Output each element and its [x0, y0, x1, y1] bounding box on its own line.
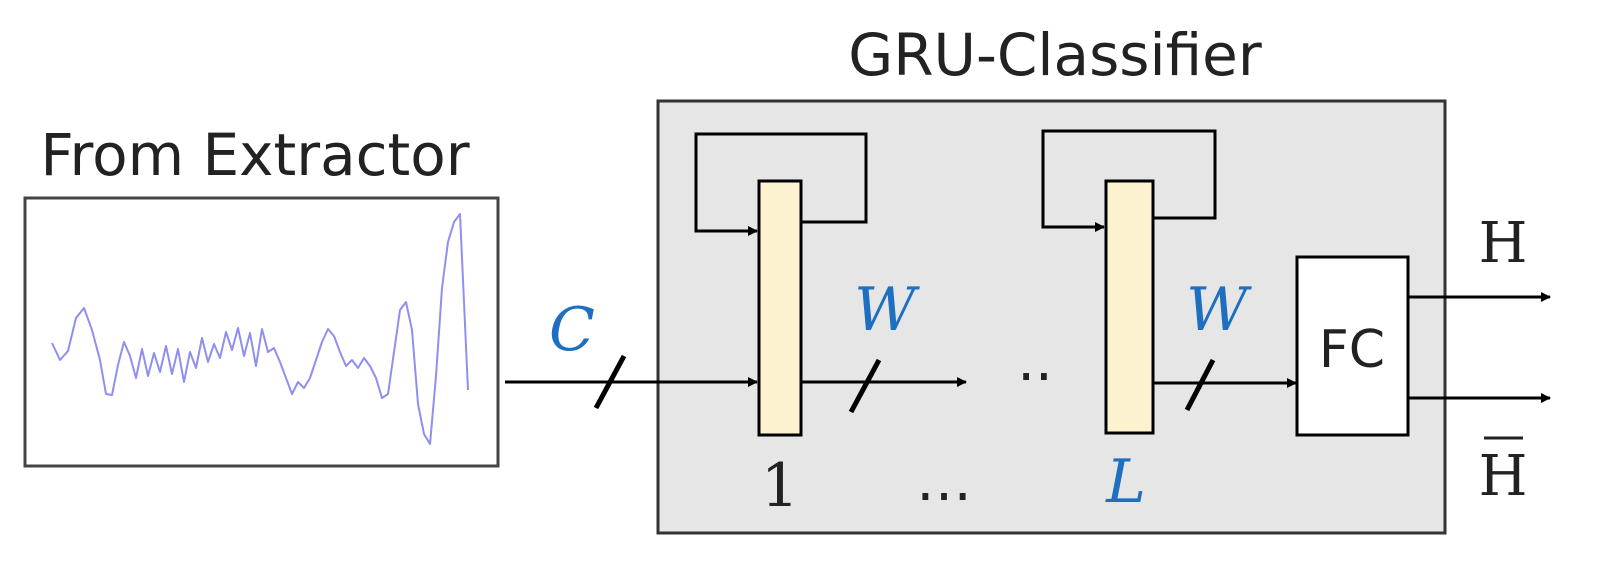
- hidden-dim-slash-1: [848, 358, 882, 414]
- hidden-dim-slash-L: [1184, 358, 1216, 412]
- gru-cell-1: [757, 179, 803, 437]
- sequence-ellipsis: ··: [1017, 345, 1053, 410]
- layer-label-L: L: [1105, 447, 1146, 517]
- waveform-trace: [51, 213, 469, 445]
- recurrent-loop-L: [1041, 129, 1217, 232]
- output-label-h-bar: H: [1479, 444, 1528, 509]
- hidden-dim-label-1: W: [854, 275, 920, 345]
- input-dim-label: C: [549, 295, 595, 365]
- recurrent-loop-1: [694, 132, 868, 236]
- fc-block: [1295, 255, 1410, 437]
- layer-ellipsis: …: [916, 449, 972, 514]
- layer-label-1: 1: [761, 451, 799, 521]
- input-title: From Extractor: [40, 121, 469, 189]
- fc-label: FC: [1319, 320, 1385, 380]
- hidden-dim-label-L: W: [1186, 275, 1252, 345]
- classifier-title: GRU-Classifier: [848, 21, 1262, 89]
- input-dim-slash: [593, 354, 627, 410]
- output-label-h: H: [1479, 211, 1528, 276]
- gru-cell-L: [1104, 179, 1155, 435]
